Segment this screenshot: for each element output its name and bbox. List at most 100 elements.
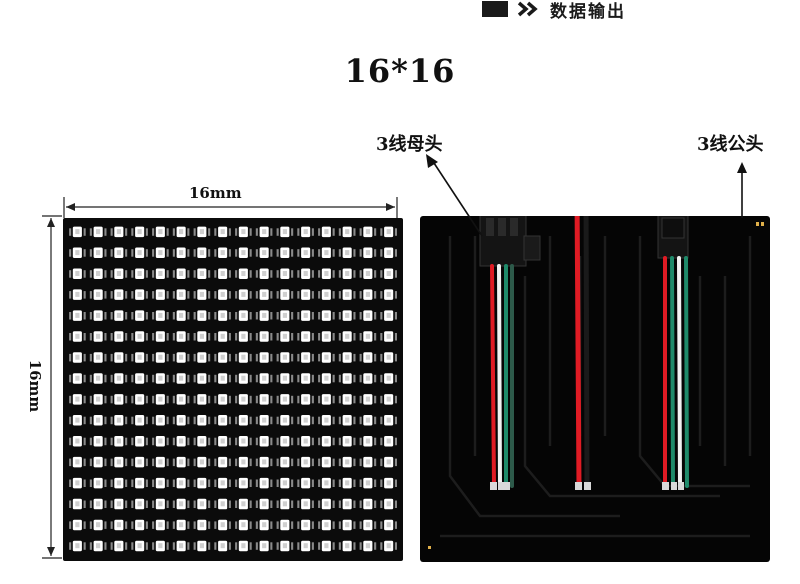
led-cell [110,415,128,426]
led-cell [214,268,231,279]
led-cell [214,352,231,363]
led-cell [255,352,273,363]
led-cell [297,394,314,405]
led-cell [131,540,148,552]
led-cell [131,247,148,258]
led-cell [276,477,294,489]
led-cell [235,268,252,279]
led-cell [152,498,169,510]
led-cell [235,540,252,552]
led-cell [235,226,252,238]
led-cell [172,268,190,279]
led-cell [276,498,294,510]
led-cell [380,477,397,489]
led-cell [69,436,86,447]
led-cell [359,415,377,426]
led-cell [69,310,86,321]
led-cell [359,477,377,489]
led-cell [380,289,397,300]
led-cell [380,456,397,468]
led-cell [276,540,294,552]
led-cell [318,310,335,321]
led-cell [318,268,335,279]
led-cell [152,373,169,384]
led-cell [318,477,335,489]
led-cell [69,477,86,489]
female-pointer-arrow [426,154,483,237]
led-cell [131,519,148,531]
led-cell [276,310,294,321]
led-cell [214,540,231,552]
led-cell [297,352,314,363]
led-cell [338,331,356,342]
led-cell [69,540,86,552]
led-cell [110,247,128,258]
led-cell [338,394,356,405]
led-cell [152,247,169,258]
led-cell [89,436,107,447]
led-cell [359,519,377,531]
led-cell [380,352,397,363]
led-cell [214,331,231,342]
width-dimension-arrow [63,197,398,218]
led-cell [359,289,377,300]
led-cell [276,268,294,279]
back-side-board [420,216,770,562]
led-cell [255,477,273,489]
led-cell [338,436,356,447]
led-cell [89,310,107,321]
led-cell [359,268,377,279]
led-cell [89,456,107,468]
led-cell [172,415,190,426]
led-cell [193,352,211,363]
led-cell [318,415,335,426]
led-cell [214,226,231,238]
led-cell [131,310,148,321]
led-cell [380,331,397,342]
led-cell [69,226,86,238]
led-cell [193,268,211,279]
led-cell [131,498,148,510]
led-cell [380,498,397,510]
led-cell [110,373,128,384]
led-cell [255,394,273,405]
led-cell [152,456,169,468]
power-wires [574,216,590,489]
led-cell [235,373,252,384]
led-cell [338,352,356,363]
led-cell [214,415,231,426]
section-header-text: 数据输出 [550,1,626,22]
led-cell [297,289,314,300]
led-cell [318,331,335,342]
led-cell [152,352,169,363]
led-cell [338,456,356,468]
led-cell [276,519,294,531]
led-cell [318,540,335,552]
led-cell [338,498,356,510]
led-cell [110,436,128,447]
led-cell [338,477,356,489]
led-cell [131,456,148,468]
led-cell [338,415,356,426]
matrix-board [63,218,403,561]
led-cell [69,352,86,363]
led-cell [255,289,273,300]
led-cell [172,247,190,258]
led-cell [172,310,190,321]
led-cell [69,394,86,405]
led-cell [110,477,128,489]
led-cell [235,247,252,258]
led-cell [255,247,273,258]
led-cell [318,289,335,300]
led-cell [89,394,107,405]
led-cell [131,331,148,342]
led-cell [318,247,335,258]
led-cell [297,456,314,468]
led-cell [235,415,252,426]
led-cell [297,498,314,510]
led-cell [172,352,190,363]
led-cell [235,436,252,447]
led-cell [193,310,211,321]
section-header: 数据输出 [482,0,626,22]
led-cell [193,226,211,238]
